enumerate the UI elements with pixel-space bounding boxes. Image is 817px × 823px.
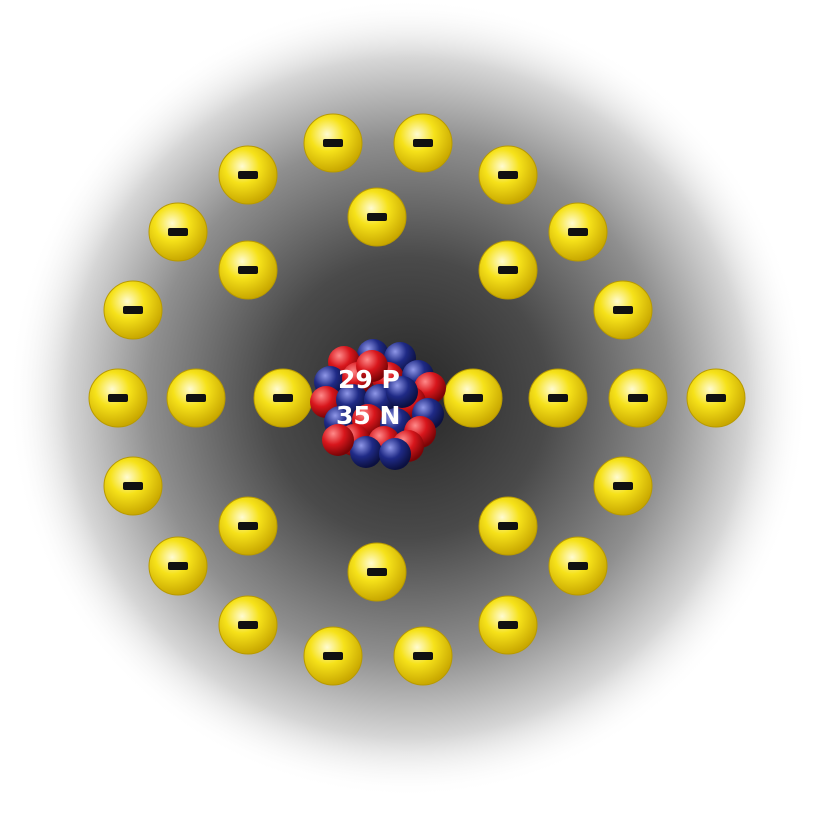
minus-sign-icon	[613, 306, 633, 314]
electron	[254, 369, 312, 427]
electron	[219, 596, 277, 654]
neutron	[350, 436, 382, 468]
electron	[687, 369, 745, 427]
minus-sign-icon	[186, 394, 206, 402]
minus-sign-icon	[273, 394, 293, 402]
electron	[304, 627, 362, 685]
minus-sign-icon	[613, 482, 633, 490]
electron	[444, 369, 502, 427]
minus-sign-icon	[168, 228, 188, 236]
minus-sign-icon	[123, 306, 143, 314]
minus-sign-icon	[238, 171, 258, 179]
minus-sign-icon	[498, 522, 518, 530]
minus-sign-icon	[168, 562, 188, 570]
minus-sign-icon	[498, 266, 518, 274]
minus-sign-icon	[498, 621, 518, 629]
electron	[219, 241, 277, 299]
neutron-count-label: 35 N	[336, 401, 400, 430]
electron	[104, 281, 162, 339]
electron	[479, 241, 537, 299]
minus-sign-icon	[238, 522, 258, 530]
minus-sign-icon	[568, 228, 588, 236]
electron	[348, 543, 406, 601]
minus-sign-icon	[238, 621, 258, 629]
electron	[149, 203, 207, 261]
minus-sign-icon	[548, 394, 568, 402]
electron	[479, 596, 537, 654]
electron	[394, 627, 452, 685]
electron	[394, 114, 452, 172]
proton-count-label: 29 P	[338, 365, 400, 394]
minus-sign-icon	[367, 568, 387, 576]
minus-sign-icon	[706, 394, 726, 402]
electron	[104, 457, 162, 515]
electron	[167, 369, 225, 427]
electron	[549, 203, 607, 261]
electron	[149, 537, 207, 595]
neutron	[379, 438, 411, 470]
minus-sign-icon	[367, 213, 387, 221]
minus-sign-icon	[123, 482, 143, 490]
minus-sign-icon	[323, 139, 343, 147]
minus-sign-icon	[628, 394, 648, 402]
electron	[549, 537, 607, 595]
electron	[479, 146, 537, 204]
minus-sign-icon	[463, 394, 483, 402]
minus-sign-icon	[323, 652, 343, 660]
electron	[609, 369, 667, 427]
electron	[529, 369, 587, 427]
minus-sign-icon	[568, 562, 588, 570]
electron	[594, 281, 652, 339]
electron	[479, 497, 537, 555]
minus-sign-icon	[413, 139, 433, 147]
electron	[219, 146, 277, 204]
electron	[594, 457, 652, 515]
electron	[219, 497, 277, 555]
electron	[348, 188, 406, 246]
electron	[304, 114, 362, 172]
minus-sign-icon	[238, 266, 258, 274]
minus-sign-icon	[498, 171, 518, 179]
minus-sign-icon	[413, 652, 433, 660]
electron	[89, 369, 147, 427]
minus-sign-icon	[108, 394, 128, 402]
